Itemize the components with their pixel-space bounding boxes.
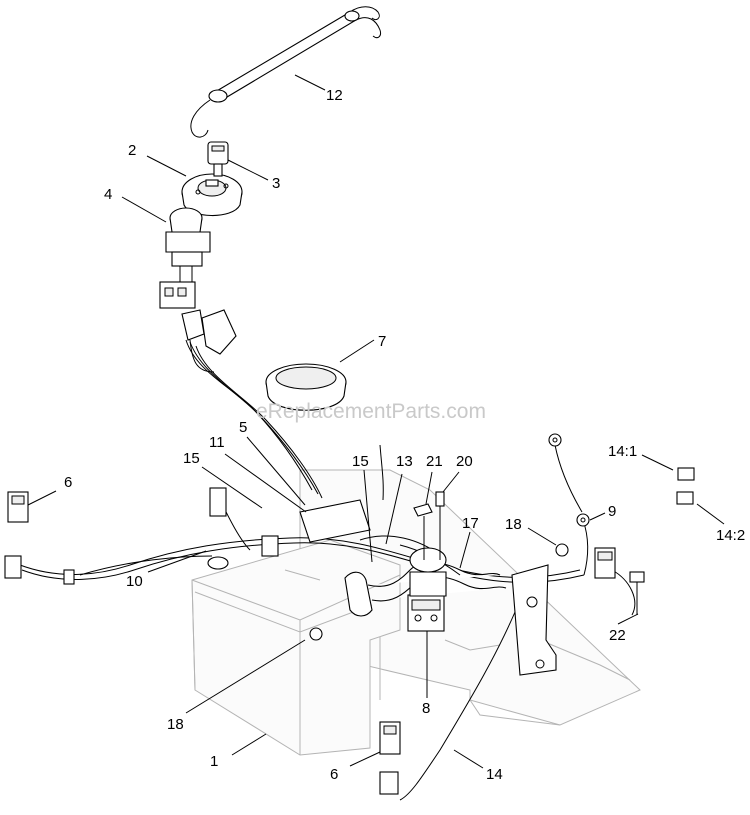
harness-bundle[interactable] [299,499,461,576]
pto-switch[interactable] [159,207,211,309]
callout-18-right: 18 [505,516,522,533]
watermark: eReplacementParts.com [256,400,486,423]
callout-14-2: 14:2 [716,527,745,544]
fuse-block[interactable] [594,547,616,579]
callout-9: 9 [608,503,616,520]
bolt-22[interactable] [629,571,645,615]
callout-12: 12 [326,87,343,104]
fuse-14-1[interactable] [677,467,695,481]
callout-2: 2 [128,142,136,159]
callout-21: 21 [426,453,443,470]
callout-15-left: 15 [183,450,200,467]
callout-6-bottom: 6 [330,766,338,783]
nut-18[interactable] [309,543,569,641]
battery[interactable] [191,539,401,756]
switch-6-bottom[interactable] [379,721,401,795]
callout-3: 3 [272,175,280,192]
callout-20: 20 [456,453,473,470]
harness-connectors[interactable] [181,309,237,373]
switch-6-left[interactable] [7,491,29,523]
callout-13: 13 [396,453,413,470]
callout-labels: 12 2 3 4 7 5 11 15 6 10 15 13 21 20 17 1… [64,87,745,783]
ignition-switch[interactable] [181,173,243,217]
callout-11: 11 [209,434,225,451]
connector-15-left[interactable] [207,535,279,570]
callout-10: 10 [126,573,143,590]
callout-15-center: 15 [352,453,369,470]
callout-14: 14 [486,766,503,783]
hood-prop-rod[interactable] [190,6,381,138]
bolt-20[interactable] [435,491,445,560]
callout-17: 17 [462,515,479,532]
callout-22: 22 [609,627,626,644]
battery-cable-ring[interactable] [548,433,590,527]
leader-lines [27,74,725,769]
callout-5: 5 [239,419,247,436]
callout-6-left: 6 [64,474,72,491]
callout-18-left: 18 [167,716,184,733]
callout-1: 1 [210,753,218,770]
connector-left-end[interactable] [4,487,227,585]
callout-7: 7 [378,333,386,350]
callout-14-1: 14:1 [608,443,637,460]
fuse-14-2[interactable] [676,491,694,505]
bolt-21[interactable] [413,503,433,560]
grommet[interactable] [265,363,347,411]
callout-4: 4 [104,186,112,203]
ignition-key[interactable] [207,141,229,177]
mounting-bracket[interactable] [511,564,557,676]
starter-solenoid[interactable] [407,571,447,632]
callout-8: 8 [422,700,430,717]
